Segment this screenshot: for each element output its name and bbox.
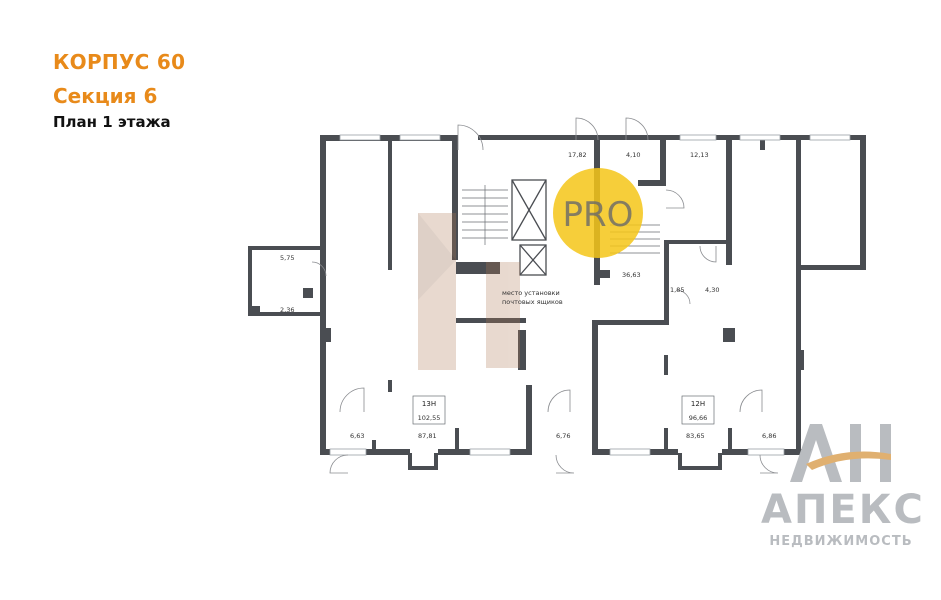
columns (252, 140, 804, 450)
label-entry-left: 6,63 (350, 432, 364, 440)
label-utility-bottom: 2,36 (280, 306, 294, 314)
unit-13n-box (412, 395, 446, 425)
unit-12n-box (681, 395, 715, 425)
label-stair-hall: 17,82 (568, 151, 587, 159)
section-title: Секция 6 (53, 84, 158, 108)
brand-subtitle: НЕДВИЖИМОСТЬ (769, 534, 913, 549)
label-utility-top: 5,75 (280, 254, 294, 262)
stairs (462, 185, 660, 254)
brand-name: АПЕКС (761, 487, 925, 533)
mailbox-note-line1: место установки (502, 289, 560, 297)
unit-13n-main: 87,81 (418, 432, 437, 440)
label-lobby: 36,63 (622, 271, 641, 279)
pro-watermark-text: PRO (563, 195, 634, 235)
windows (329, 134, 851, 456)
building-title: КОРПУС 60 (53, 50, 186, 74)
label-wc-a: 1,85 (670, 286, 684, 294)
pro-watermark-circle (553, 168, 643, 258)
label-room-right-top: 12,13 (690, 151, 709, 159)
doors (311, 117, 779, 474)
unit-12n-id: 12Н (691, 400, 705, 408)
apeks-logo: АПЕКС НЕДВИЖИМОСТЬ (761, 420, 925, 549)
label-vestibule: 4,10 (626, 151, 640, 159)
an-glyph-icon (790, 424, 891, 482)
label-entry-right: 6,86 (762, 432, 776, 440)
floor-plan-title: План 1 этажа (53, 113, 171, 131)
watermark-left (418, 213, 520, 370)
unit-12n-main: 83,65 (686, 432, 705, 440)
porches (408, 453, 722, 470)
elevator-shafts (511, 179, 547, 276)
label-entry-mid: 6,76 (556, 432, 570, 440)
mailbox-note-line2: почтовых ящиков (502, 298, 563, 306)
label-wc-b: 4,30 (705, 286, 719, 294)
unit-13n-id: 13Н (422, 400, 436, 408)
unit-12n-total: 96,66 (689, 414, 708, 422)
unit-13n-total: 102,55 (418, 414, 441, 422)
